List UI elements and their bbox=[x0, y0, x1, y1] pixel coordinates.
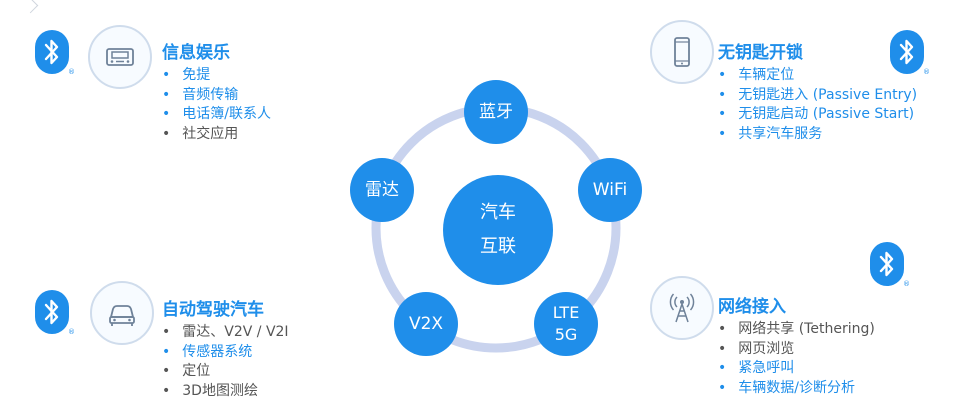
bluetooth-icon: ® bbox=[35, 30, 75, 76]
node-radar: 雷达 bbox=[350, 158, 414, 222]
list-item: 共享汽车服务 bbox=[718, 125, 917, 145]
registered-mark: ® bbox=[923, 68, 930, 76]
list-item: 社交应用 bbox=[162, 125, 271, 145]
panel-keyless: 无钥匙开锁 车辆定位 无钥匙进入 (Passive Entry) 无钥匙启动 (… bbox=[718, 42, 917, 144]
list-item: 车辆定位 bbox=[718, 66, 917, 86]
list-item: 免提 bbox=[162, 66, 271, 86]
panel-title: 信息娱乐 bbox=[162, 43, 230, 63]
feature-list: 免提 音频传输 电话簿/联系人 社交应用 bbox=[162, 66, 271, 144]
list-item: 雷达、V2V / V2I bbox=[162, 323, 288, 343]
list-item: 音频传输 bbox=[162, 86, 271, 106]
list-item: 网页浏览 bbox=[718, 340, 875, 360]
list-item: 传感器系统 bbox=[162, 343, 289, 363]
panel-autonomous: 自动驾驶汽车 雷达、V2V / V2I 传感器系统 定位 3D地图测绘 bbox=[162, 299, 289, 401]
feature-list: 雷达、V2V / V2I 传感器系统 定位 3D地图测绘 bbox=[162, 323, 289, 402]
list-item: 网络共享 (Tethering) bbox=[718, 320, 875, 340]
node-wifi: WiFi bbox=[578, 158, 642, 222]
registered-mark: ® bbox=[68, 328, 75, 336]
list-item: 车辆数据/诊断分析 bbox=[718, 379, 875, 399]
bluetooth-icon: ® bbox=[870, 242, 910, 288]
panel-title: 网络接入 bbox=[718, 297, 786, 317]
car-radio-icon bbox=[88, 25, 152, 89]
node-bluetooth: 蓝牙 bbox=[464, 80, 528, 144]
feature-list: 网络共享 (Tethering) 网页浏览 紧急呼叫 车辆数据/诊断分析 bbox=[718, 320, 875, 398]
registered-mark: ® bbox=[68, 68, 75, 76]
center-node-car-connectivity: 汽车 互联 bbox=[443, 175, 553, 285]
panel-title: 自动驾驶汽车 bbox=[162, 300, 264, 320]
panel-title: 无钥匙开锁 bbox=[718, 43, 803, 63]
car-front-icon bbox=[90, 281, 154, 345]
list-item: 无钥匙进入 (Passive Entry) bbox=[718, 86, 917, 106]
list-item: 无钥匙启动 (Passive Start) bbox=[718, 105, 917, 125]
list-item: 定位 bbox=[162, 362, 289, 382]
node-lte-5g: LTE 5G bbox=[534, 292, 598, 356]
feature-list: 车辆定位 无钥匙进入 (Passive Entry) 无钥匙启动 (Passiv… bbox=[718, 66, 917, 144]
panel-infotainment: 信息娱乐 免提 音频传输 电话簿/联系人 社交应用 bbox=[162, 42, 271, 144]
panel-network: 网络接入 网络共享 (Tethering) 网页浏览 紧急呼叫 车辆数据/诊断分… bbox=[718, 296, 875, 398]
bluetooth-icon: ® bbox=[35, 290, 75, 336]
registered-mark: ® bbox=[903, 280, 910, 288]
list-item: 紧急呼叫 bbox=[718, 359, 875, 379]
list-item: 3D地图测绘 bbox=[162, 382, 289, 402]
corner-chevron-icon bbox=[22, 0, 39, 14]
node-v2x: V2X bbox=[394, 292, 458, 356]
list-item: 电话簿/联系人 bbox=[162, 105, 271, 125]
antenna-tower-icon bbox=[650, 276, 714, 340]
smartphone-icon bbox=[650, 20, 714, 84]
